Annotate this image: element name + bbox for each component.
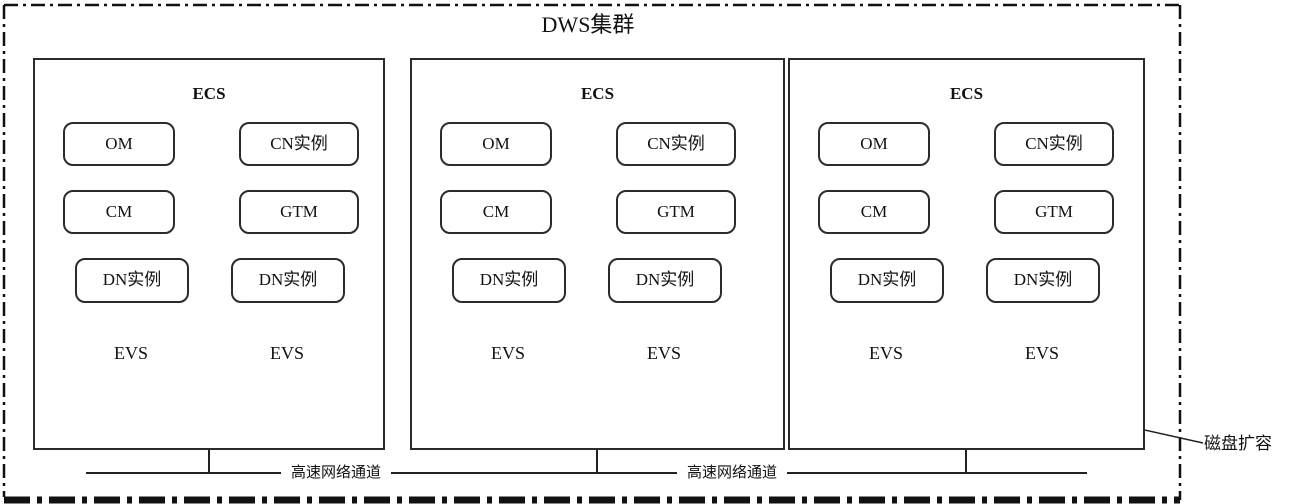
evs-storage-label: EVS — [113, 343, 148, 363]
ecs-node-title: ECS — [949, 84, 984, 103]
dn-instance-box: DN实例 — [830, 258, 944, 303]
om-box: OM — [63, 122, 175, 166]
cn-instance-box: CN实例 — [239, 122, 359, 166]
cm-box: CM — [440, 190, 552, 234]
ecs-node-title: ECS — [192, 84, 226, 103]
cluster-title: DWS集群 — [541, 12, 635, 37]
evs-storage-label: EVS — [868, 343, 903, 363]
network-bus — [86, 450, 1087, 474]
ecs-node-2: ECS OM CN实例 CM GTM DN实例 DN实例 EVS EVS — [410, 58, 785, 450]
disk-expansion-label: 磁盘扩容 — [1204, 434, 1272, 453]
om-box: OM — [440, 122, 552, 166]
cn-instance-box: CN实例 — [994, 122, 1114, 166]
outer-dashdot-border — [2, 3, 1183, 504]
evs-storage-label: EVS — [646, 343, 681, 363]
evs-storage-label: EVS — [1024, 343, 1059, 363]
gtm-box: GTM — [239, 190, 359, 234]
dn-instance-box: DN实例 — [608, 258, 722, 303]
dn-instance-box: DN实例 — [75, 258, 189, 303]
network-channel-label: 高速网络通道 — [281, 464, 391, 482]
cn-instance-box: CN实例 — [616, 122, 736, 166]
ecs-node-3: ECS OM CN实例 CM GTM DN实例 DN实例 EVS EVS — [788, 58, 1145, 450]
gtm-box: GTM — [616, 190, 736, 234]
gtm-box: GTM — [994, 190, 1114, 234]
ecs-node-title: ECS — [580, 84, 615, 103]
ecs-node-1: ECS OM CN实例 CM GTM DN实例 DN实例 EVS EVS — [33, 58, 385, 450]
evs-storage-label: EVS — [269, 343, 304, 363]
dn-instance-box: DN实例 — [986, 258, 1100, 303]
cm-box: CM — [818, 190, 930, 234]
cm-box: CM — [63, 190, 175, 234]
om-box: OM — [818, 122, 930, 166]
evs-storage-label: EVS — [490, 343, 525, 363]
dn-instance-box: DN实例 — [231, 258, 345, 303]
network-channel-label: 高速网络通道 — [677, 464, 787, 482]
dn-instance-box: DN实例 — [452, 258, 566, 303]
